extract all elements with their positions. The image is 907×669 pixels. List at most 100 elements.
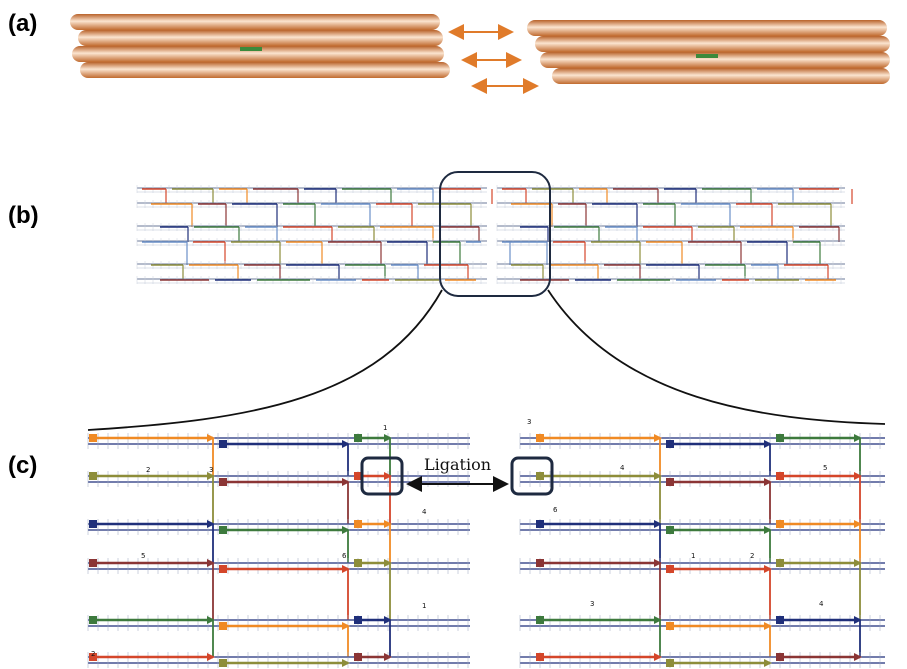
crossover-number: 4 [422,508,427,516]
strand-end-marker [89,616,97,624]
strand-arrowhead [384,559,392,567]
strand-arrowhead [654,472,662,480]
crossover-number: 1 [383,424,387,432]
strand-arrowhead [654,653,662,661]
strand-arrowhead [342,659,350,667]
strand-arrowhead [764,440,772,448]
strand-arrowhead [207,434,215,442]
panel-a-helix-bundle-left [70,14,450,78]
strand-end-marker [536,559,544,567]
strand-arrowhead [654,434,662,442]
strand-end-marker [536,434,544,442]
ligation-label: Ligation [424,455,492,474]
crossover-number: 6 [553,506,558,514]
strand-arrowhead [384,653,392,661]
strand-end-marker [666,659,674,667]
strand-end-marker [354,616,362,624]
strand-arrowhead [854,559,862,567]
strand-arrowhead [342,478,350,486]
strand-end-marker [219,659,227,667]
strand-end-marker [219,478,227,486]
panel-a-double-arrows [448,24,539,94]
strand-end-marker [776,559,784,567]
strand-end-marker [354,434,362,442]
crossover-number: 5 [141,552,145,560]
strand-end-marker [354,559,362,567]
strand-end-marker [666,440,674,448]
crossover-number: 3 [590,600,594,608]
strand-arrowhead [342,565,350,573]
crossover-number: 6 [342,552,347,560]
strand-arrowhead [854,653,862,661]
strand-arrowhead [342,622,350,630]
crossover-number: 4 [819,600,824,608]
strand-end-marker [219,440,227,448]
strand-arrowhead [342,440,350,448]
strand-arrowhead [207,616,215,624]
strand-arrowhead [384,472,392,480]
strand-arrowhead [384,434,392,442]
panel-a-helix-bundle-right [527,20,890,84]
panel-c-zoomed-design: 1 2 3 4 5 6 1 2 3 4 5 6 1 2 3 4 [87,418,885,668]
strand-end-marker [776,472,784,480]
crossover-number: 3 [209,466,213,474]
strand-arrowhead [207,559,215,567]
strand-arrowhead [764,659,772,667]
strand-end-marker [536,653,544,661]
strand-arrowhead [384,520,392,528]
strand-end-marker [89,520,97,528]
panel-label-c: (c) [8,452,38,479]
strand-arrowhead [207,520,215,528]
strand-arrowhead [654,616,662,624]
strand-end-marker [666,622,674,630]
strand-arrowhead [207,472,215,480]
strand-arrowhead [654,559,662,567]
strand-arrowhead [764,478,772,486]
strand-end-marker [666,526,674,534]
strand-end-marker [536,616,544,624]
strand-end-marker [776,616,784,624]
strand-arrowhead [384,616,392,624]
crossover-number: 2 [750,552,754,560]
strand-end-marker [354,520,362,528]
strand-arrowhead [854,520,862,528]
strand-end-marker [354,472,362,480]
zoom-line-left [87,289,443,431]
strand-end-marker [776,653,784,661]
strand-end-marker [89,559,97,567]
strand-end-marker [666,478,674,486]
ligation-box-right [510,456,554,496]
strand-arrowhead [764,565,772,573]
strand-end-marker [89,472,97,480]
zoom-line-right [547,289,886,425]
crossover-number: 1 [422,602,426,610]
strand-end-marker [89,434,97,442]
strand-end-marker [219,622,227,630]
panel-label-a: (a) [8,10,38,37]
strand-end-marker [89,653,97,661]
crossover-number: 1 [691,552,695,560]
strand-end-marker [219,526,227,534]
strand-end-marker [536,520,544,528]
crossover-number: 2 [91,650,95,658]
zoom-box [439,171,551,297]
strand-end-marker [219,565,227,573]
panel-label-b: (b) [8,202,39,229]
crossover-number: 4 [620,464,625,472]
strand-arrowhead [654,520,662,528]
strand-end-marker [354,653,362,661]
strand-arrowhead [764,622,772,630]
strand-end-marker [666,565,674,573]
strand-arrowhead [207,653,215,661]
strand-end-marker [776,434,784,442]
strand-arrowhead [342,526,350,534]
panel-b-design-overview [136,185,853,284]
crossover-number: 5 [823,464,827,472]
strand-end-marker [776,520,784,528]
strand-arrowhead [854,434,862,442]
crossover-number: 2 [146,466,150,474]
strand-arrowhead [854,616,862,624]
strand-end-marker [536,472,544,480]
crossover-number: 3 [527,418,531,426]
